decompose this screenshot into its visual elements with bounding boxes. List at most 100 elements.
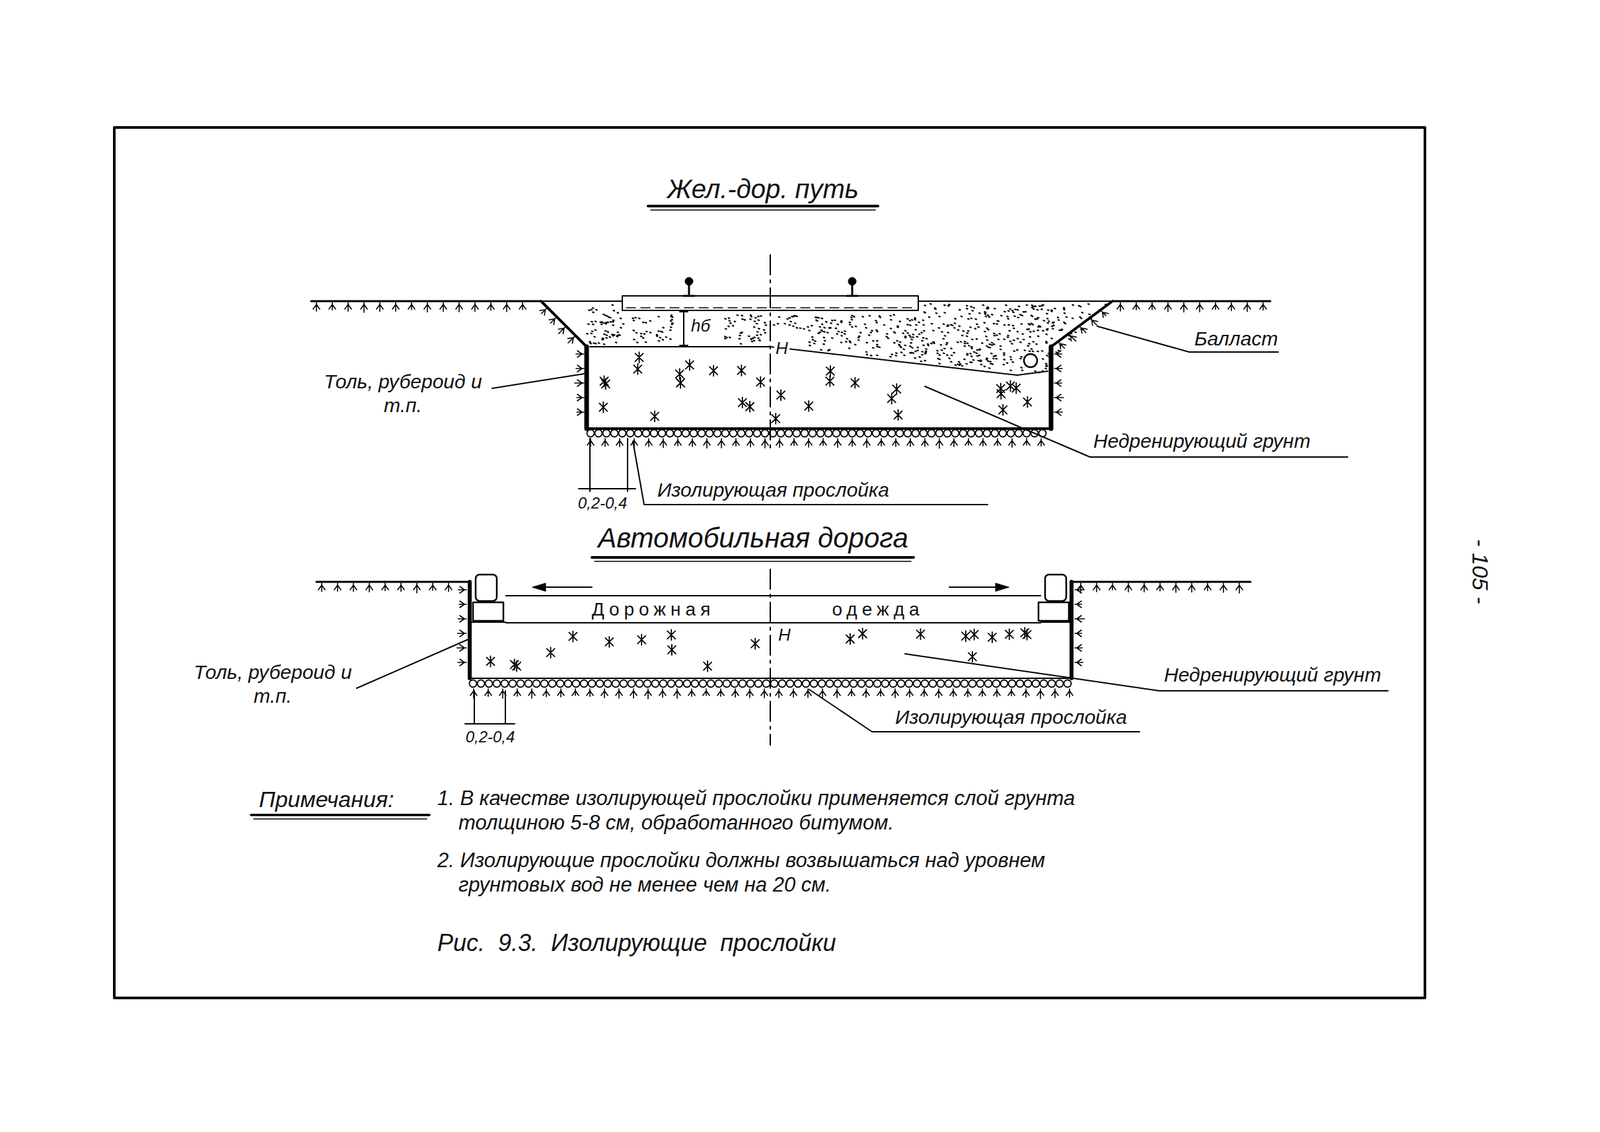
notes-underline	[251, 813, 430, 817]
insulation-grain	[951, 430, 960, 438]
insulation-grain	[1048, 680, 1056, 688]
insulation-grain	[858, 680, 866, 688]
insulation-grain	[1007, 430, 1015, 438]
insulation-grain	[596, 680, 604, 688]
insulation-grain	[722, 430, 730, 438]
insulation-grain	[1024, 680, 1032, 688]
insulation-grain	[904, 430, 912, 438]
insulation-grain	[485, 680, 493, 688]
note-text: 1. В качестве изолирующей прослойки прим…	[437, 786, 1098, 836]
curb-stone	[475, 574, 497, 602]
insulation-grain	[872, 430, 880, 438]
insulation-grain	[896, 430, 904, 438]
rail-head	[848, 277, 857, 286]
part-label: Толь, рубероид и т.п.	[323, 369, 483, 418]
insulation-grain	[739, 680, 747, 688]
insulation-grain	[620, 680, 628, 688]
page-number: - 105 -	[1466, 539, 1494, 604]
insulation-grain	[1064, 680, 1072, 688]
insulation-grain	[517, 680, 525, 688]
insulation-grain	[794, 680, 802, 688]
grass-hatch	[539, 308, 575, 344]
insulation-grain	[509, 680, 517, 688]
insulation-grain	[603, 430, 611, 438]
title-underline	[594, 560, 911, 563]
insulation-grain	[818, 680, 826, 688]
insulation-grain	[1015, 430, 1023, 438]
leader-line	[1097, 326, 1279, 353]
insulation-grain	[1032, 680, 1040, 688]
trench-outline	[541, 301, 1113, 429]
insulation-grain	[501, 680, 509, 688]
insulation-grain	[755, 680, 763, 688]
axis-line	[769, 254, 771, 452]
insulation-grain	[826, 680, 834, 688]
drain-pipe	[1023, 354, 1038, 368]
insulation-grain	[977, 680, 985, 688]
curb-base	[1038, 602, 1069, 621]
texture-group	[313, 302, 1267, 699]
insulation-grain	[810, 680, 818, 688]
insulation-grain	[667, 680, 676, 688]
insulation-grain	[690, 430, 698, 438]
insulation-grain	[833, 430, 841, 438]
insulation-grain	[937, 680, 945, 688]
insulation-grain	[761, 430, 769, 438]
insulation-grain	[564, 680, 573, 688]
insulation-grain	[929, 680, 937, 688]
axis-label: Н	[776, 624, 793, 646]
insulation-grain	[834, 680, 842, 688]
insulation-grain	[945, 680, 953, 688]
insulation-grain	[753, 430, 762, 438]
insulation-grain	[967, 430, 976, 438]
dimension-line	[578, 438, 636, 492]
section-title: Автомобильная дорога	[597, 521, 909, 555]
insulation-grain	[785, 430, 793, 438]
soil-symbol	[599, 352, 1032, 425]
grass-hatch	[457, 586, 467, 666]
insulation-grain	[745, 430, 754, 438]
dimension-label: hб	[689, 315, 712, 337]
grass-hatch	[1077, 583, 1243, 594]
part-label: Недренирующий грунт	[1093, 429, 1311, 454]
insulation-grain	[675, 680, 684, 688]
insulation-grain	[944, 430, 952, 438]
insulation-grain	[580, 680, 588, 688]
insulation-grain	[587, 430, 595, 438]
insulation-grain	[999, 430, 1007, 438]
insulation-grain	[737, 430, 746, 438]
grass-hatch	[1054, 350, 1064, 416]
insulation-grain	[618, 430, 627, 438]
insulation-grain	[983, 430, 991, 438]
slope-arrow	[541, 586, 1000, 588]
insulation-grain	[650, 430, 658, 438]
insulation-grain	[595, 430, 603, 438]
insulation-grain	[604, 680, 612, 688]
insulation-grain	[1023, 430, 1031, 438]
insulation-grain	[793, 430, 801, 438]
insulation-grain	[905, 680, 913, 688]
insulation-grain	[991, 430, 999, 438]
dimension-label: 0,2-0,4	[578, 494, 628, 514]
insulation-grain	[644, 680, 652, 688]
figure-caption: Рис. 9.3. Изолирующие прослойки	[437, 928, 837, 958]
insulation-grain	[777, 430, 785, 438]
insulation-grain	[666, 430, 674, 438]
insulation-grain	[953, 680, 961, 688]
section-title: Жел.-дор. путь	[667, 173, 859, 205]
dimension-line	[679, 311, 688, 346]
insulation-grain	[714, 430, 722, 438]
curb-stone	[1045, 574, 1067, 602]
insulation-grain	[1031, 430, 1039, 438]
insulation-grain	[880, 430, 888, 438]
insulation-grain	[778, 680, 787, 688]
insulation-grain	[1008, 680, 1017, 688]
insulation-grain	[928, 430, 936, 438]
insulation-grain	[809, 430, 817, 438]
insulation-grain	[921, 680, 929, 688]
insulation-grain	[897, 680, 906, 688]
insulation-grain	[866, 680, 874, 688]
grass-hatch	[313, 302, 526, 313]
